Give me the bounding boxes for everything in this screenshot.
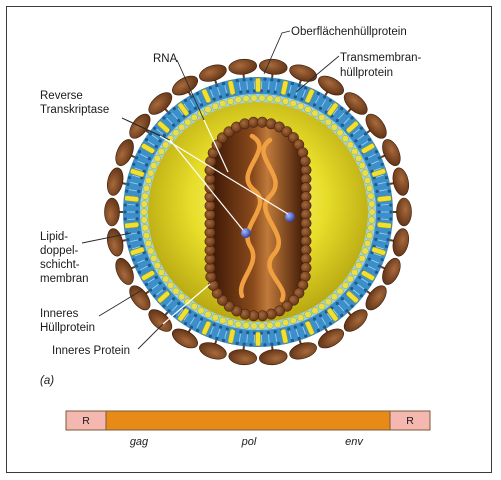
ltr-right-label: R — [406, 415, 414, 427]
core — [210, 122, 306, 316]
surface-protein — [228, 349, 257, 366]
surface-protein — [199, 64, 227, 82]
transmembrane-protein — [255, 331, 261, 347]
transmembrane-protein — [377, 195, 392, 202]
transmembrane-protein — [227, 328, 236, 344]
virus-particle — [104, 58, 412, 366]
ltr-left-label: R — [82, 415, 90, 427]
surface-protein — [172, 328, 198, 349]
transmembrane-protein — [304, 88, 315, 104]
transmembrane-protein — [201, 88, 212, 104]
panel-label: (a) — [40, 375, 54, 387]
transmembrane-protein — [141, 270, 155, 281]
label-lipid-1: Lipid- — [40, 231, 68, 243]
surface-protein — [148, 92, 173, 115]
transmembrane-protein — [327, 308, 339, 322]
transmembrane-protein — [371, 168, 386, 178]
labels: Oberflächenhüllprotein RNA Transmembran-… — [40, 26, 422, 387]
label-inner-shell-1: Inneres — [40, 308, 79, 320]
genome-bar — [65, 410, 431, 431]
transmembrane-protein — [304, 320, 315, 336]
ltr-right — [389, 410, 431, 431]
transmembrane-protein — [177, 102, 189, 116]
surface-protein — [259, 349, 288, 366]
transmembrane-protein — [177, 308, 189, 322]
surface-protein — [289, 64, 317, 82]
transmembrane-protein — [327, 102, 339, 116]
label-reverse-1: Reverse — [40, 90, 83, 102]
label-surface-protein: Oberflächenhüllprotein — [291, 26, 407, 38]
surface-protein — [396, 197, 412, 227]
surface-protein — [318, 328, 344, 349]
transmembrane-protein — [130, 246, 145, 256]
leader-lines — [81, 30, 340, 350]
transmembrane-protein — [346, 121, 359, 133]
surface-protein — [148, 309, 173, 332]
surface-protein — [365, 285, 387, 311]
transmembrane-protein — [130, 168, 145, 178]
surface-protein — [228, 58, 257, 75]
inner-shell-beads — [140, 94, 376, 330]
label-lipid-2: doppel- — [40, 245, 79, 257]
transmembrane-protein — [255, 77, 261, 93]
surface-protein — [289, 342, 317, 360]
label-inner-shell-2: Hüllprotein — [40, 322, 95, 334]
transmembrane-protein — [141, 143, 155, 154]
transmembrane-protein — [377, 222, 392, 229]
surface-protein — [392, 167, 410, 196]
label-lipid-4: membran — [40, 273, 89, 285]
transmembrane-proteins — [124, 77, 392, 347]
transmembrane-protein — [157, 121, 170, 133]
label-inner-protein: Inneres Protein — [52, 345, 130, 357]
label-reverse-2: Transkriptase — [40, 104, 109, 116]
rna-strands — [238, 133, 286, 303]
surface-protein-ring — [104, 58, 412, 366]
surface-protein — [259, 58, 288, 75]
transmembrane-protein — [280, 328, 289, 344]
surface-protein — [172, 75, 198, 96]
label-transmembrane-1: Transmembran- — [340, 52, 422, 64]
transmembrane-protein — [201, 320, 212, 336]
inner-protein-beads — [204, 116, 312, 322]
surface-protein — [365, 113, 387, 139]
transmembrane-protein — [124, 195, 139, 202]
genome-map: R R gag pol env — [65, 410, 431, 448]
transmembrane-protein — [361, 143, 375, 154]
surface-protein — [129, 285, 151, 311]
gene-pol: pol — [241, 436, 257, 448]
label-lipid-3: schicht- — [40, 259, 80, 271]
transmembrane-protein — [371, 246, 386, 256]
surface-protein — [115, 257, 134, 285]
label-transmembrane-2: hüllprotein — [340, 67, 393, 79]
surface-protein — [343, 309, 368, 332]
transmembrane-protein — [361, 270, 375, 281]
reverse-transcriptase-1 — [241, 228, 251, 238]
surface-protein — [199, 342, 227, 360]
transmembrane-protein — [280, 80, 289, 96]
surface-protein — [115, 139, 134, 167]
gene-env: env — [345, 436, 364, 448]
label-rna: RNA — [153, 53, 178, 65]
transmembrane-protein — [124, 222, 139, 229]
surface-protein — [104, 197, 120, 227]
surface-protein — [318, 75, 344, 96]
transmembrane-protein — [346, 291, 359, 303]
surface-protein — [106, 167, 124, 196]
transmembrane-protein — [227, 80, 236, 96]
surface-protein — [106, 228, 124, 257]
surface-protein — [343, 92, 368, 115]
transmembrane-protein — [157, 291, 170, 303]
surface-protein — [382, 257, 401, 285]
gene-gag: gag — [130, 436, 149, 448]
surface-protein — [382, 139, 401, 167]
ltr-left — [65, 410, 107, 431]
reverse-transcriptase-2 — [285, 212, 295, 222]
surface-protein — [392, 228, 410, 257]
